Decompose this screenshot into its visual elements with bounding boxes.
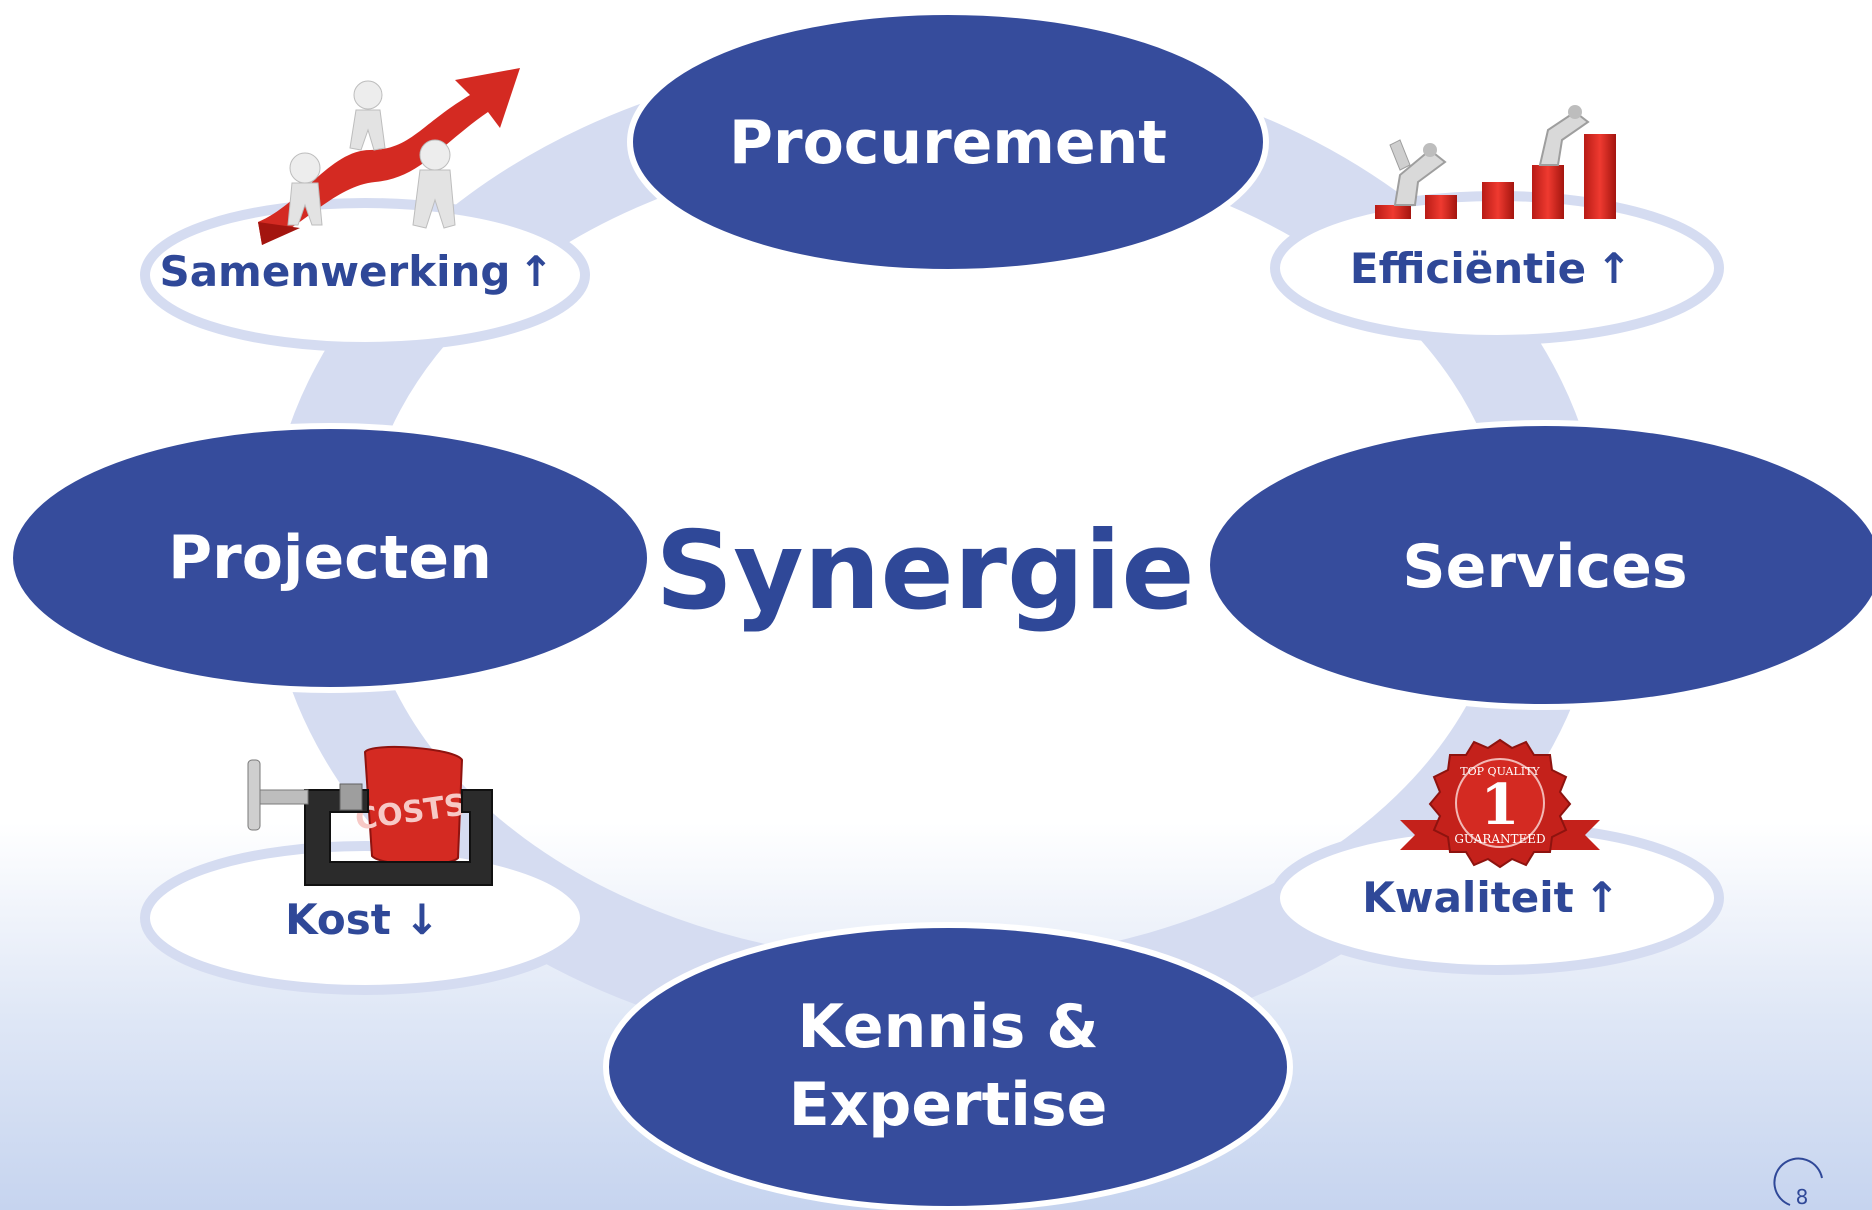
benefit-kost-arrow: ↓ — [404, 895, 439, 944]
seal-ribbon-text: GUARANTEED — [1454, 832, 1545, 846]
node-projecten — [7, 423, 653, 693]
quality-seal-icon: 1 TOP QUALITY GUARANTEED — [1400, 738, 1600, 869]
seal-number: 1 — [1481, 772, 1520, 838]
benefit-kwaliteit-label: Kwaliteit — [1362, 873, 1574, 922]
benefit-efficientie-label: Efficiëntie — [1350, 244, 1586, 293]
benefit-samenwerking-arrow: ↑ — [518, 247, 553, 296]
page-number: 8 — [1796, 1185, 1809, 1209]
benefit-samenwerking-label: Samenwerking — [159, 247, 510, 296]
benefit-efficientie-arrow: ↑ — [1596, 244, 1631, 293]
node-kennis-label-line2: Expertise — [789, 1070, 1108, 1140]
node-kennis-label-line1: Kennis & — [797, 992, 1098, 1062]
robot-bar-chart-icon — [1375, 105, 1616, 219]
benefit-kost-label: Kost — [285, 895, 391, 944]
seal-top-text: TOP QUALITY — [1460, 765, 1540, 778]
benefit-kwaliteit-arrow: ↑ — [1584, 873, 1619, 922]
node-procurement-label: Procurement — [729, 108, 1167, 178]
benefit-ellipse-samenwerking — [140, 198, 590, 352]
node-kennis-expertise — [603, 922, 1293, 1210]
center-title: Synergie — [655, 509, 1194, 634]
people-arrow-icon — [258, 68, 520, 245]
node-services — [1204, 420, 1872, 710]
node-procurement — [627, 9, 1269, 275]
page-number-badge: 8 — [1773, 1157, 1823, 1209]
node-services-label: Services — [1402, 532, 1687, 602]
node-projecten-label: Projecten — [168, 523, 492, 593]
clamp-costs-icon: COSTS — [247, 745, 493, 886]
